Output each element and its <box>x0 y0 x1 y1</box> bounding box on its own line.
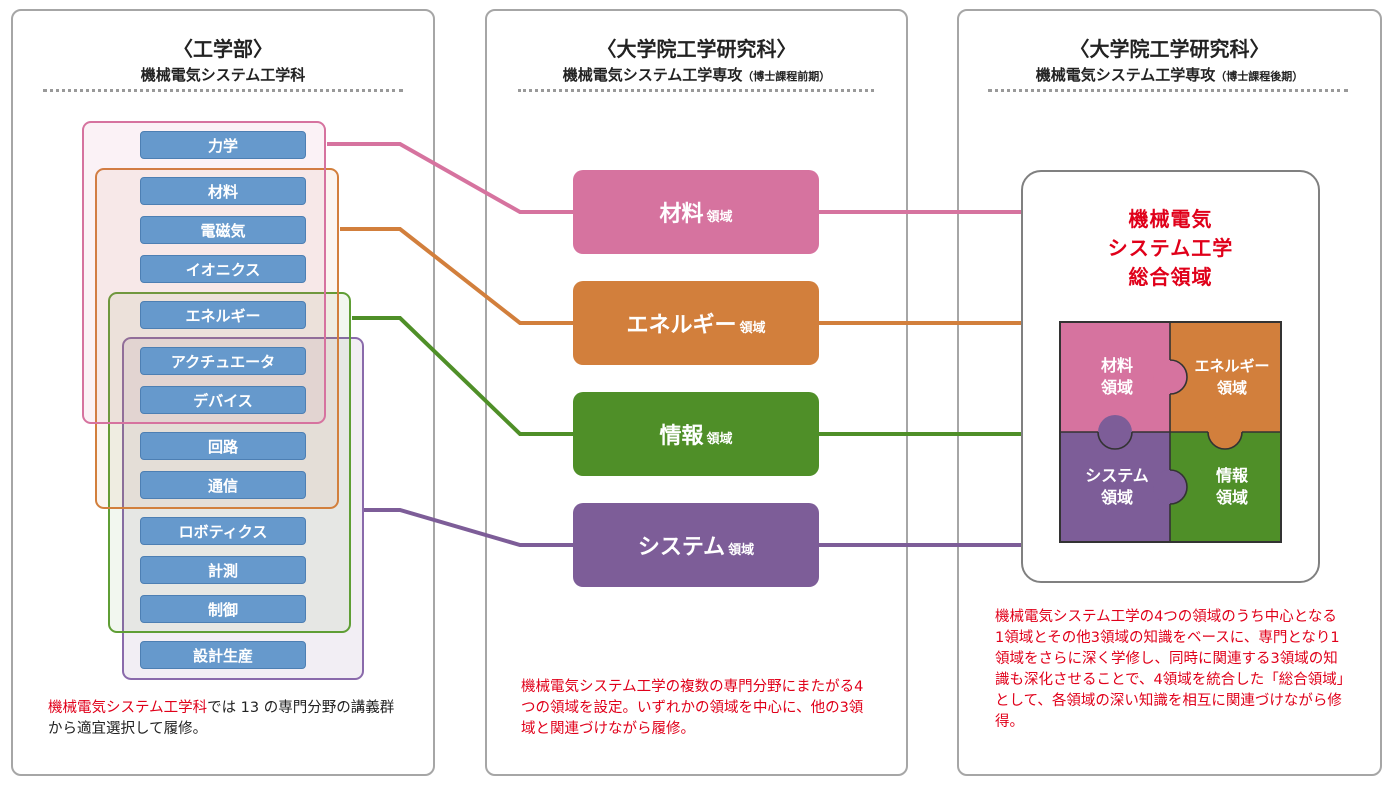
subject-robotics: ロボティクス <box>140 517 306 545</box>
masters-note: 機械電気システム工学の複数の専門分野にまたがる4つの領域を設定。いずれかの領域を… <box>521 679 864 737</box>
domain-label: 材料 <box>659 202 704 227</box>
undergrad-note-text: では 13 の専門分野の講義群から適宜選択して履修。 <box>48 700 395 737</box>
puzzle-label-line: 材料 <box>1100 356 1133 375</box>
domain-suffix: 領域 <box>728 542 755 558</box>
puzzle-label-line: 領域 <box>1216 379 1247 397</box>
undergrad-note-highlight: 機械電気システム工学科 <box>48 700 208 716</box>
puzzle-label-line: 領域 <box>1100 488 1133 507</box>
divider <box>43 89 403 92</box>
doctoral-title: 〈大学院工学研究科〉 <box>1069 37 1270 61</box>
domain-materials: 材料領域 <box>573 170 819 254</box>
subject-device: デバイス <box>140 386 306 414</box>
subject-actuator: アクチュエータ <box>140 347 306 375</box>
undergrad-subtitle: 機械電気システム工学科 <box>140 66 306 84</box>
subject-mechanics: 力学 <box>140 131 306 159</box>
domain-info: 情報領域 <box>573 392 819 476</box>
subject-circuit: 回路 <box>140 432 306 460</box>
puzzle-label-info: 情報 領域 <box>1177 465 1287 509</box>
subject-ionics: イオニクス <box>140 255 306 283</box>
domain-label: システム <box>637 535 726 560</box>
integrated-title-line: 機械電気 <box>1128 207 1213 231</box>
puzzle-label-line: システム <box>1085 466 1149 485</box>
subject-measurement: 計測 <box>140 556 306 584</box>
masters-title: 〈大学院工学研究科〉 <box>596 37 797 61</box>
doctoral-subtitle: 機械電気システム工学専攻（博士課程後期） <box>957 64 1382 85</box>
domain-energy: エネルギー領域 <box>573 281 819 365</box>
doctoral-subtitle-main: 機械電気システム工学専攻 <box>1035 66 1216 84</box>
subject-communication: 通信 <box>140 471 306 499</box>
puzzle-label-line: 領域 <box>1100 378 1133 397</box>
puzzle-label-energy: エネルギー 領域 <box>1177 355 1287 399</box>
integrated-title-line: システム工学 <box>1107 236 1234 260</box>
divider <box>518 89 874 92</box>
domain-label: エネルギー <box>626 313 737 338</box>
masters-subtitle-small: （博士課程前期） <box>742 70 831 83</box>
subject-control: 制御 <box>140 595 306 623</box>
domain-label: 情報 <box>659 424 704 449</box>
masters-subtitle: 機械電気システム工学専攻（博士課程前期） <box>485 64 908 85</box>
puzzle-label-line: 情報 <box>1215 466 1248 485</box>
puzzle-label-line: エネルギー <box>1194 357 1270 375</box>
doctoral-note: 機械電気システム工学の4つの領域のうち中心となる1領域とその他3領域の知識をベー… <box>995 609 1344 730</box>
subject-energy: エネルギー <box>140 301 306 329</box>
integrated-domain-title: 機械電気 システム工学 総合領域 <box>1021 205 1320 292</box>
masters-subtitle-main: 機械電気システム工学専攻 <box>562 66 743 84</box>
domain-system: システム領域 <box>573 503 819 587</box>
divider <box>988 89 1348 92</box>
domain-suffix: 領域 <box>706 431 733 447</box>
puzzle-label-system: システム 領域 <box>1062 465 1172 509</box>
undergrad-note: 機械電気システム工学科では 13 の専門分野の講義群から適宜選択して履修。 <box>48 698 408 740</box>
puzzle-label-materials: 材料 領域 <box>1062 355 1172 399</box>
subject-design-production: 設計生産 <box>140 641 306 669</box>
integrated-title-line: 総合領域 <box>1128 265 1213 289</box>
subject-electromagnetism: 電磁気 <box>140 216 306 244</box>
doctoral-subtitle-small: （博士課程後期） <box>1215 70 1304 83</box>
undergrad-title: 〈工学部〉 <box>173 37 273 61</box>
domain-suffix: 領域 <box>739 320 766 336</box>
puzzle-label-line: 領域 <box>1215 488 1248 507</box>
domain-suffix: 領域 <box>706 209 733 225</box>
subject-materials: 材料 <box>140 177 306 205</box>
